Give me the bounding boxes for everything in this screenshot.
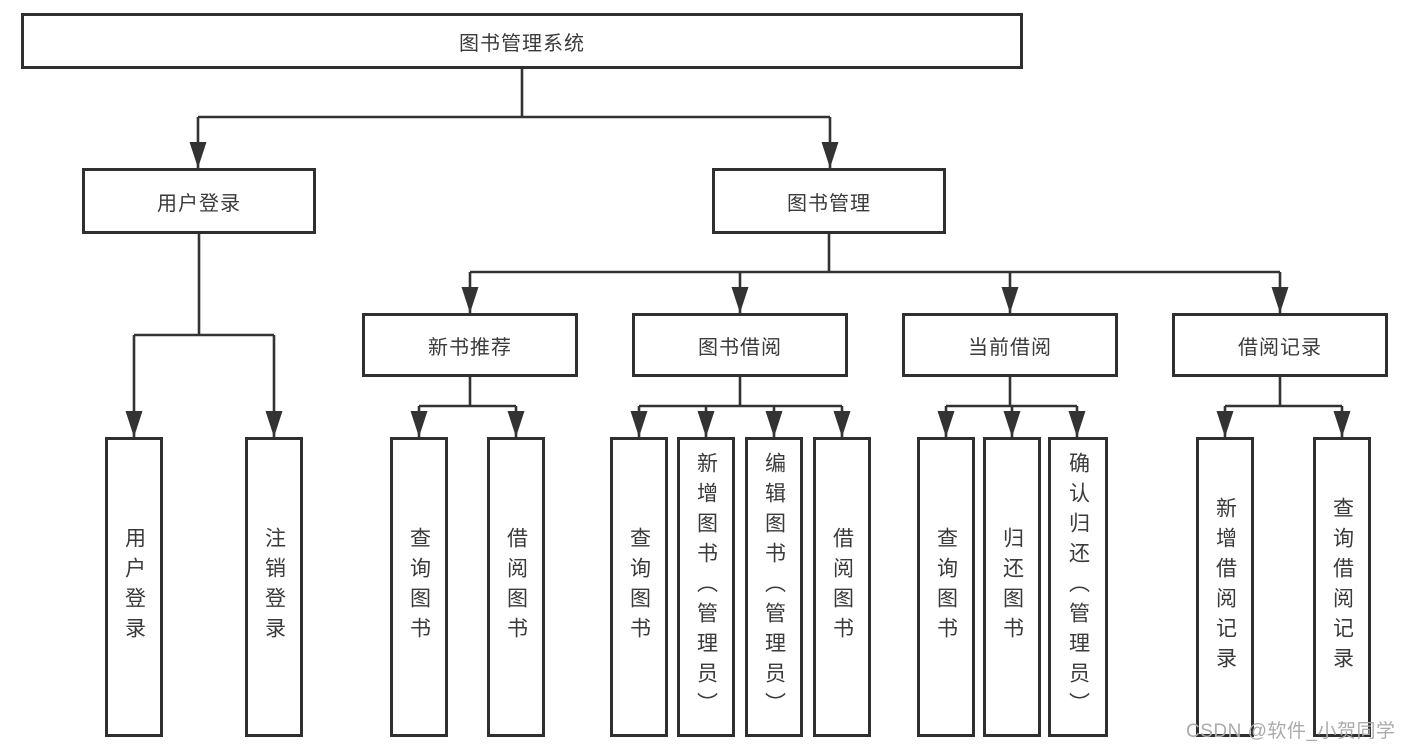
- node-book-management-label: 图书管理: [787, 192, 871, 215]
- leaf-recommend-query-books: 查询图书: [390, 437, 448, 737]
- leaf-edit-book-admin: 编辑图书（管理员）: [745, 437, 803, 737]
- wire-new-book-recommend: [417, 377, 518, 437]
- arrow-icon: [1333, 411, 1351, 437]
- wire-root: [196, 68, 832, 168]
- leaf-recommend-borrow-books-label: 借阅图书: [504, 527, 528, 647]
- leaf-borrow-query-books: 查询图书: [610, 437, 668, 737]
- arrow-icon: [697, 411, 715, 437]
- arrow-icon: [821, 142, 839, 168]
- node-current-borrow-label: 当前借阅: [968, 336, 1052, 359]
- arrow-icon: [731, 287, 749, 313]
- csdn-watermark: CSDN @软件_小贺同学: [1186, 721, 1396, 742]
- arrow-icon: [630, 411, 648, 437]
- leaf-borrow-query-books-label: 查询图书: [627, 527, 651, 647]
- node-book-borrow-label: 图书借阅: [698, 336, 782, 359]
- arrow-icon: [461, 287, 479, 313]
- leaf-add-book-admin-label: 新增图书（管理员）: [694, 452, 718, 722]
- node-root: 图书管理系统: [21, 13, 1023, 69]
- leaf-query-borrow-record-label: 查询借阅记录: [1330, 497, 1354, 677]
- arrow-icon: [410, 411, 428, 437]
- arrow-icon: [507, 411, 525, 437]
- leaf-confirm-return-admin-label: 确认归还（管理员）: [1066, 452, 1090, 722]
- leaf-user-login-label: 用户登录: [122, 527, 146, 647]
- leaf-query-borrow-record: 查询借阅记录: [1313, 437, 1371, 737]
- leaf-current-query-books: 查询图书: [917, 437, 975, 737]
- leaf-current-query-books-label: 查询图书: [934, 527, 958, 647]
- wire-user-login: [132, 234, 276, 437]
- wire-book-management: [468, 234, 1282, 313]
- node-current-borrow: 当前借阅: [902, 313, 1118, 377]
- node-borrow-records-label: 借阅记录: [1238, 336, 1322, 359]
- arrow-icon: [1001, 287, 1019, 313]
- arrow-icon: [833, 411, 851, 437]
- leaf-return-book-label: 归还图书: [1000, 527, 1024, 647]
- leaf-borrow-books-label: 借阅图书: [830, 527, 854, 647]
- arrow-icon: [1068, 411, 1086, 437]
- arrow-icon: [1003, 411, 1021, 437]
- node-borrow-records: 借阅记录: [1172, 313, 1388, 377]
- node-user-login-label: 用户登录: [157, 192, 241, 215]
- node-book-borrow: 图书借阅: [632, 313, 848, 377]
- leaf-recommend-query-books-label: 查询图书: [407, 527, 431, 647]
- leaf-logout: 注销登录: [245, 437, 303, 737]
- arrow-icon: [1216, 411, 1234, 437]
- leaf-add-book-admin: 新增图书（管理员）: [677, 437, 735, 737]
- leaf-logout-label: 注销登录: [262, 527, 286, 647]
- arrow-icon: [1271, 287, 1289, 313]
- leaf-add-borrow-record-label: 新增借阅记录: [1213, 497, 1237, 677]
- wire-borrow-records: [1223, 377, 1344, 437]
- arrow-icon: [189, 142, 207, 168]
- node-new-book-recommend: 新书推荐: [362, 313, 578, 377]
- leaf-user-login: 用户登录: [105, 437, 163, 737]
- arrow-icon: [265, 411, 283, 437]
- node-book-management: 图书管理: [712, 168, 946, 234]
- wire-book-borrow: [637, 377, 844, 437]
- node-user-login: 用户登录: [82, 168, 316, 234]
- arrow-icon: [765, 411, 783, 437]
- arrow-icon: [125, 411, 143, 437]
- arrowhead-icons: [125, 142, 1351, 437]
- leaf-return-book: 归还图书: [983, 437, 1041, 737]
- node-root-label: 图书管理系统: [459, 32, 585, 55]
- leaf-recommend-borrow-books: 借阅图书: [487, 437, 545, 737]
- leaf-confirm-return-admin: 确认归还（管理员）: [1048, 437, 1108, 737]
- leaf-add-borrow-record: 新增借阅记录: [1196, 437, 1254, 737]
- node-new-book-recommend-label: 新书推荐: [428, 336, 512, 359]
- arrow-icon: [937, 411, 955, 437]
- leaf-edit-book-admin-label: 编辑图书（管理员）: [762, 452, 786, 722]
- leaf-borrow-books: 借阅图书: [813, 437, 871, 737]
